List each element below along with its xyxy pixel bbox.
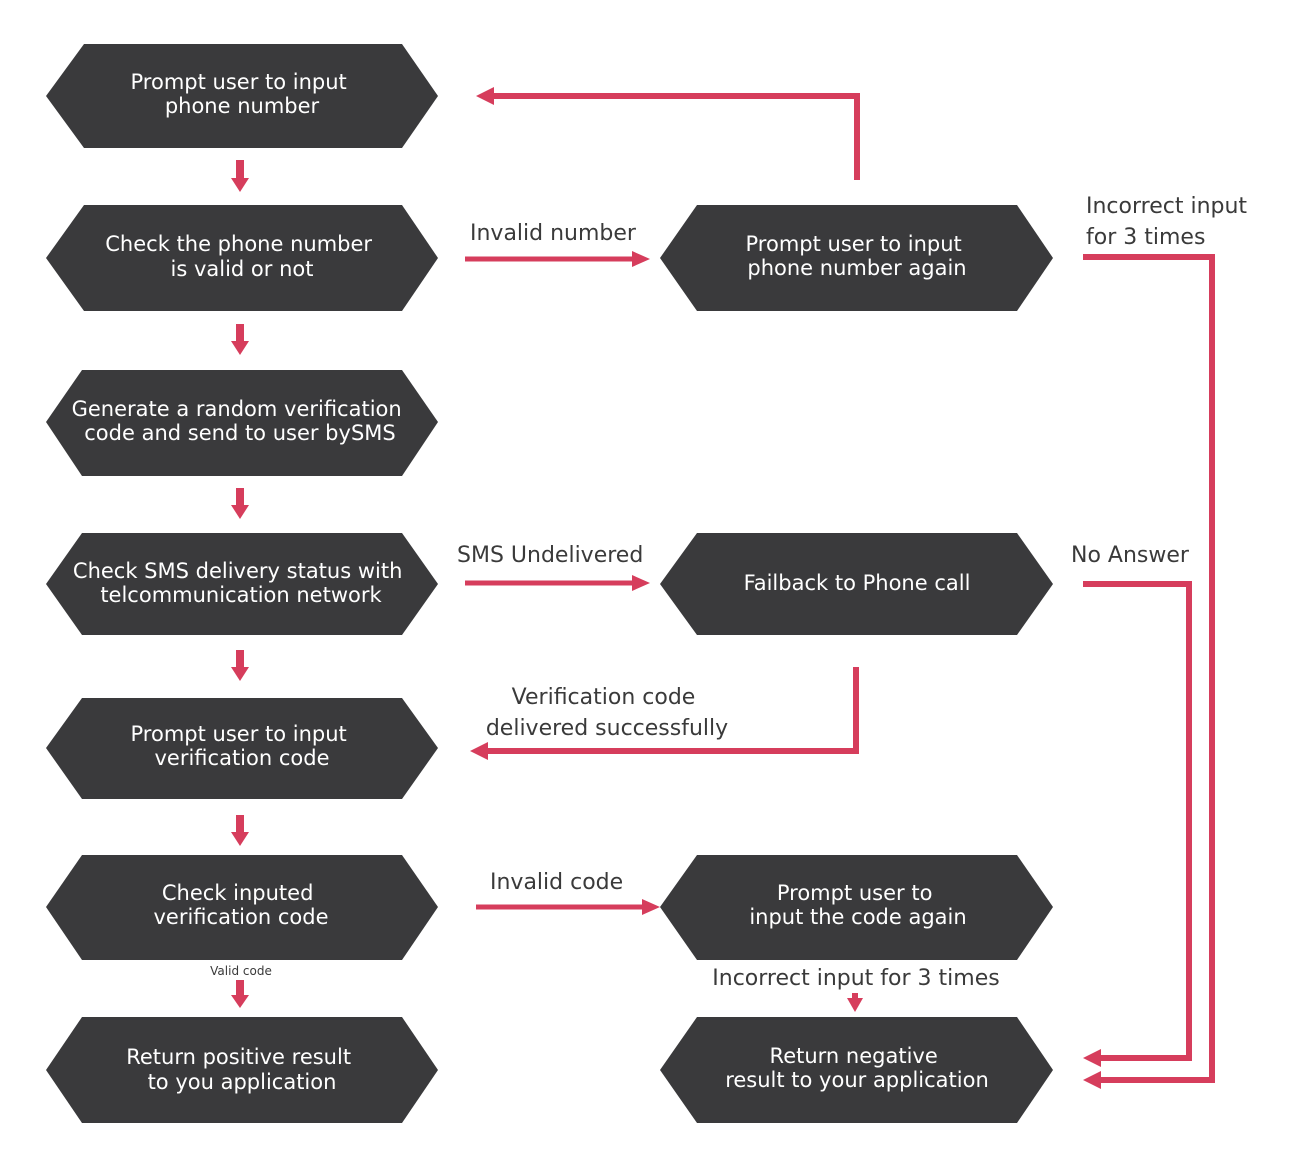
node-return-positive-line1: Return positive result	[126, 1045, 351, 1069]
label-incorrect-input-top: Incorrect input for 3 times	[1086, 194, 1254, 250]
node-check-sms-shape	[46, 533, 438, 635]
label-code-delivered-line1: Verification code	[512, 685, 696, 710]
node-prompt-code-again: Prompt user to input the code again	[660, 855, 1053, 960]
node-prompt-phone-again-shape	[660, 205, 1053, 311]
node-prompt-code-line2: verification code	[154, 746, 329, 770]
arrow-invalid-number	[465, 251, 650, 267]
node-check-phone-line2: is valid or not	[171, 257, 314, 281]
node-return-positive-line2: to you application	[148, 1070, 337, 1094]
node-prompt-code-again-line2: input the code again	[749, 905, 966, 929]
label-invalid-code: Invalid code	[490, 870, 623, 895]
label-invalid-number: Invalid number	[470, 221, 637, 246]
label-valid-code: Valid code	[210, 964, 272, 978]
arrow-invalid-code	[476, 899, 660, 915]
down-arrow-6	[231, 980, 249, 1008]
node-generate-code: Generate a random verification code and …	[46, 370, 438, 476]
node-check-code-line1: Check inputed	[162, 881, 314, 905]
svg-text:Failback to Phone call: Failback to Phone call	[744, 571, 971, 595]
arrow-sms-undelivered	[465, 575, 650, 591]
node-prompt-phone-line2: phone number	[165, 94, 320, 118]
node-prompt-phone-again-line2: phone number again	[747, 256, 966, 280]
down-arrow-2	[231, 324, 249, 355]
down-arrow-1	[231, 160, 249, 192]
node-prompt-code-shape	[46, 698, 438, 799]
node-check-sms-line1: Check SMS delivery status with	[73, 559, 403, 583]
node-return-negative: Return negative result to your applicati…	[660, 1017, 1053, 1123]
node-generate-code-line1: Generate a random verification	[72, 397, 402, 421]
label-incorrect-input-top-line1: Incorrect input	[1086, 194, 1247, 219]
node-check-code-line2: verification code	[153, 905, 328, 929]
node-check-phone-shape	[46, 205, 438, 311]
arrow-no-answer	[1083, 581, 1192, 1067]
node-generate-code-shape	[46, 370, 438, 476]
node-return-negative-line1: Return negative	[770, 1044, 938, 1068]
svg-text:Check inputed verificati: Check inputed verification code	[153, 881, 328, 929]
node-check-phone: Check the phone number is valid or not	[46, 205, 438, 311]
arrow-loop-back-phone	[476, 87, 860, 180]
node-prompt-phone-line1: Prompt user to input	[131, 70, 347, 94]
node-prompt-code-line1: Prompt user to input	[131, 722, 347, 746]
node-generate-code-line2: code and send to user bySMS	[84, 421, 395, 445]
node-fallback-call: Failback to Phone call	[660, 533, 1053, 635]
node-check-sms-line2: telcommunication network	[100, 583, 382, 607]
node-check-sms: Check SMS delivery status with telcommun…	[46, 533, 438, 635]
node-fallback-call-shape	[660, 533, 1053, 635]
label-incorrect-input-bottom: Incorrect input for 3 times	[712, 966, 999, 991]
node-prompt-phone: Prompt user to input phone number	[46, 44, 438, 148]
down-arrow-7	[847, 993, 863, 1012]
label-no-answer: No Answer	[1071, 543, 1190, 568]
node-return-positive: Return positive result to you applicatio…	[46, 1017, 438, 1123]
node-return-positive-shape	[46, 1017, 438, 1123]
node-prompt-code-again-shape	[660, 855, 1053, 960]
svg-text:Prompt user to input pho: Prompt user to input phone number again	[746, 232, 969, 280]
node-check-code: Check inputed verification code	[46, 855, 438, 960]
svg-text:Prompt user to input pho: Prompt user to input phone number	[131, 70, 354, 118]
svg-text:Check SMS delivery status with: Check SMS delivery status with telcommun…	[73, 559, 409, 607]
svg-text:Generate a random verification: Generate a random verification code and …	[72, 397, 409, 445]
arrow-code-delivered	[470, 667, 859, 760]
down-arrow-4	[231, 650, 249, 681]
node-prompt-code: Prompt user to input verification code	[46, 698, 438, 799]
svg-text:Prompt user to input the: Prompt user to input the code again	[749, 881, 966, 929]
node-check-code-shape	[46, 855, 438, 960]
svg-text:Check the phone number i: Check the phone number is valid or not	[105, 232, 378, 281]
node-fallback-call-line1: Failback to Phone call	[744, 571, 971, 595]
label-code-delivered: Verification code delivered successfully	[486, 685, 728, 741]
node-return-negative-line2: result to your application	[725, 1068, 989, 1092]
node-prompt-phone-shape	[46, 44, 438, 148]
node-prompt-phone-again-line1: Prompt user to input	[746, 232, 962, 256]
label-code-delivered-line2: delivered successfully	[486, 716, 728, 741]
node-prompt-code-again-line1: Prompt user to	[777, 881, 933, 905]
label-incorrect-input-top-line2: for 3 times	[1086, 225, 1205, 250]
label-sms-undelivered: SMS Undelivered	[457, 543, 643, 568]
svg-text:Return positive result t: Return positive result to you applicatio…	[126, 1045, 358, 1094]
node-check-phone-line1: Check the phone number	[105, 232, 372, 256]
node-return-negative-shape	[660, 1017, 1053, 1123]
svg-text:Return negative result t: Return negative result to your applicati…	[725, 1044, 989, 1092]
down-arrow-5	[231, 815, 249, 846]
down-arrow-3	[231, 488, 249, 519]
svg-text:Prompt user to input ver: Prompt user to input verification code	[131, 722, 354, 770]
node-prompt-phone-again: Prompt user to input phone number again	[660, 205, 1053, 311]
arrow-incorrect-input-top	[1083, 254, 1215, 1089]
